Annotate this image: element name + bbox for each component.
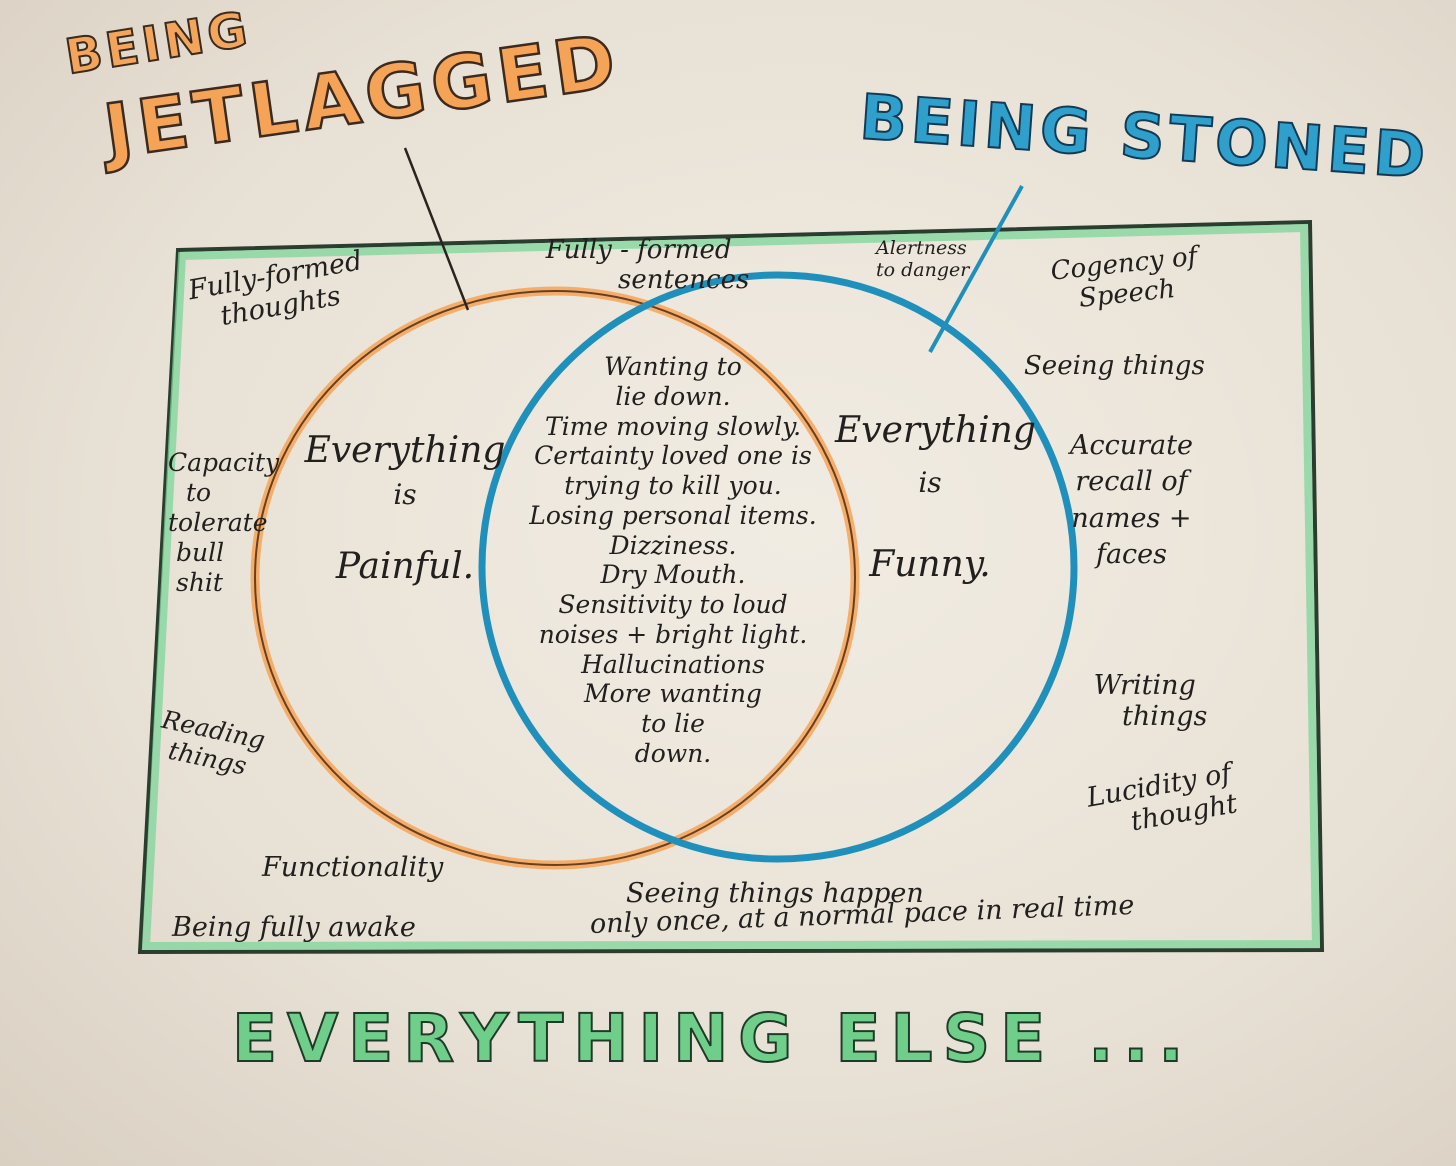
outside-seeing-things: Seeing things xyxy=(1024,351,1205,381)
outside-fully-formed-sentences: Fully - formed sentences xyxy=(545,235,750,295)
overlap-text: Wanting to lie down. Time moving slowly.… xyxy=(529,352,817,768)
jetlagged-only-text: Everything is Painful. xyxy=(304,430,506,587)
everything-else-title: EVERYTHING ELSE ... xyxy=(231,999,1194,1078)
outside-being-fully-awake: Being fully awake xyxy=(172,912,416,943)
outside-capacity-to-tolerate: Capacity to tolerate bull shit xyxy=(168,448,280,597)
jetlagged-leader-line xyxy=(403,147,470,311)
outside-functionality: Functionality xyxy=(262,852,444,883)
everything-else-border xyxy=(137,219,1325,955)
outside-accurate-recall: Accurate recall of names + faces xyxy=(1070,430,1193,571)
outside-alertness: Alertness to danger xyxy=(876,237,970,281)
stoned-circle xyxy=(478,271,1078,863)
outside-seeing-things-happen: Seeing things happen only once, at a nor… xyxy=(589,878,1135,941)
stoned-leader-line xyxy=(928,185,1024,353)
outside-writing-things: Writing things xyxy=(1093,670,1208,733)
stoned-only-text: Everything is Funny. xyxy=(835,410,1036,585)
